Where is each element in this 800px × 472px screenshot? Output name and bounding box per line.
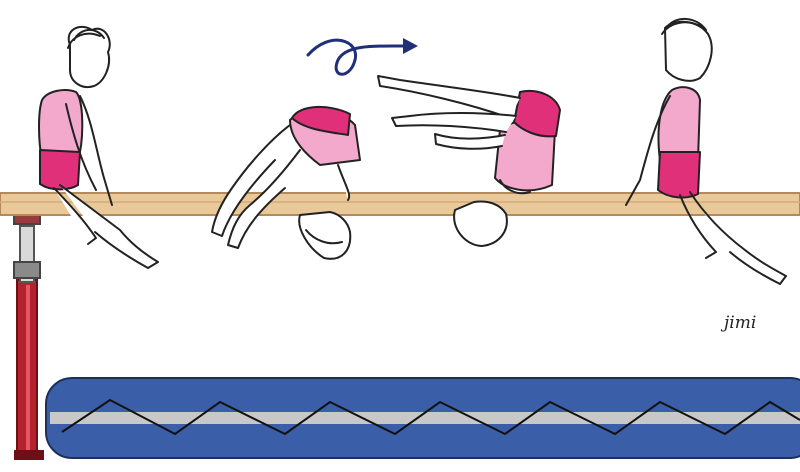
beam-support-post [13,209,44,460]
motion-arrow-icon [306,38,418,76]
gymnast-forward-roll [211,105,361,260]
gymnast-sitting [38,25,159,269]
gymnast-backward-roll [377,75,561,247]
artist-signature: jimi [720,313,756,333]
gymnast-sitting-right [625,18,787,285]
balance-beam [0,192,800,216]
gym-mat [45,377,800,459]
